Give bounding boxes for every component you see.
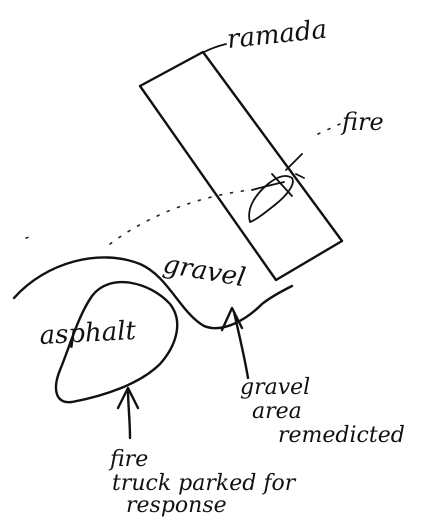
remediated-label-line1: gravel	[240, 375, 310, 400]
remediated-label-line2: area	[252, 399, 302, 424]
fire-label: fire	[340, 108, 384, 136]
asphalt-label: asphalt	[39, 316, 137, 351]
remediated-label-line3: remedicted	[278, 423, 405, 448]
fire-truck-arrow	[118, 388, 138, 438]
fire-truck-label: fire truck parked for response	[108, 447, 302, 518]
fire-mark	[249, 124, 340, 222]
gravel-label: gravel	[161, 249, 248, 293]
fire-truck-label-line1: fire	[108, 447, 148, 472]
remediated-label: gravel area remedicted	[240, 375, 405, 448]
fire-truck-label-line3: response	[126, 493, 227, 518]
ramada-label: ramada	[226, 15, 329, 55]
dotted-path-left	[26, 236, 34, 238]
dotted-path	[110, 190, 250, 244]
gravel-boundary	[14, 257, 292, 328]
ramada-shape	[140, 44, 342, 280]
